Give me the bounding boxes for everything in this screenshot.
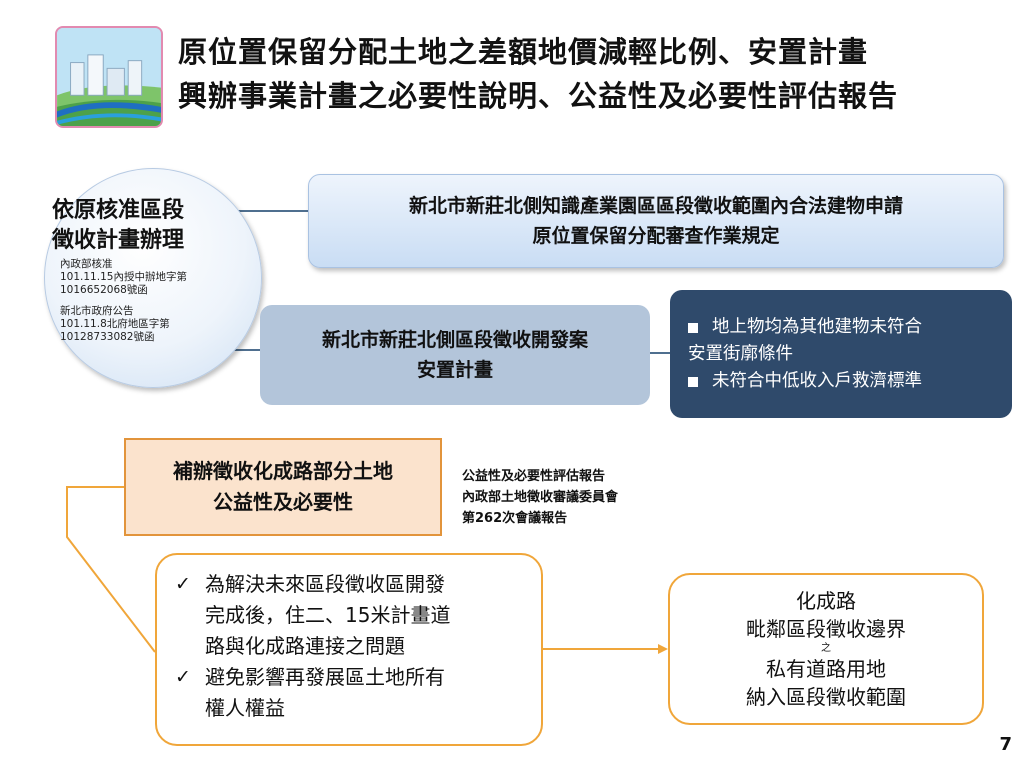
report-line-2: 內政部土地徵收審議委員會: [462, 490, 619, 505]
square-bullet-icon: [688, 323, 698, 333]
reason-text-continued: 權人權益: [205, 696, 285, 720]
industrial-park-logo: [55, 26, 163, 128]
conditions-box: 地上物均為其他建物未符合 安置街廓條件 未符合中低收入戶救濟標準: [670, 290, 1012, 418]
page-number: 7: [999, 734, 1012, 755]
review-rules-box: 新北市新莊北側知識產業園區區段徵收範圍內合法建物申請 原位置保留分配審查作業規定: [308, 174, 1004, 268]
checkmark-icon: ✓: [175, 573, 191, 595]
note-line: 新北市政府公告: [60, 305, 134, 317]
reason-text-continued: 完成後，住二、15米計畫道: [205, 603, 451, 627]
reason-item: ✓ 避免影響再發展區土地所有: [175, 662, 531, 693]
report-line-3: 第262次會議報告: [462, 511, 568, 526]
condition-text: 未符合中低收入戶救濟標準: [712, 371, 922, 391]
road-line-4: 納入區段徵收範圍: [746, 685, 906, 709]
industrial-park-logo-image: [57, 28, 161, 126]
road-line-3: 私有道路用地: [766, 657, 886, 681]
note-line: 101.11.15內授中辦地字第: [60, 271, 187, 283]
road-inclusion-box: 化成路 毗鄰區段徵收邊界 之 私有道路用地 納入區段徵收範圍: [668, 573, 984, 725]
resettlement-plan-line-1: 新北市新莊北側區段徵收開發案: [321, 329, 588, 351]
basis-notes: 內政部核准 101.11.15內授中辦地字第 1016652068號函 新北市政…: [60, 258, 250, 344]
report-reference: 公益性及必要性評估報告 內政部土地徵收審議委員會 第262次會議報告: [462, 466, 702, 529]
note-line: 101.11.8北府地區字第: [60, 318, 170, 330]
resettlement-plan-line-2: 安置計畫: [416, 359, 493, 381]
supplementary-line-1: 補辦徵收化成路部分土地: [173, 459, 393, 483]
condition-text: 地上物均為其他建物未符合: [712, 317, 922, 337]
square-bullet-icon: [688, 377, 698, 387]
note-line: 10128733082號函: [60, 331, 155, 343]
title-line-1: 原位置保留分配土地之差額地價減輕比例、安置計畫: [178, 35, 869, 69]
note-gap: [60, 297, 250, 305]
note-line: 內政部核准: [60, 258, 113, 270]
arrow-head-icon: [658, 644, 668, 654]
condition-item: 未符合中低收入戶救濟標準: [688, 368, 1002, 395]
review-rules-line-1: 新北市新莊北側知識產業園區區段徵收範圍內合法建物申請: [408, 195, 903, 217]
condition-item: 地上物均為其他建物未符合: [688, 314, 1002, 341]
condition-text-continued: 安置街廓條件: [688, 344, 793, 364]
basis-circle-title: 依原核准區段 徵收計畫辦理: [52, 196, 212, 256]
basis-circle: [44, 168, 262, 388]
reason-text-continued: 路與化成路連接之問題: [205, 634, 405, 658]
checkmark-icon: ✓: [175, 666, 191, 688]
reason-text: 為解決未來區段徵收區開發: [205, 572, 445, 596]
supplementary-expropriation-box: 補辦徵收化成路部分土地 公益性及必要性: [124, 438, 442, 536]
reason-item: ✓ 為解決未來區段徵收區開發: [175, 569, 531, 600]
review-rules-line-2: 原位置保留分配審查作業規定: [532, 225, 780, 247]
reasons-box: ✓ 為解決未來區段徵收區開發 完成後，住二、15米計畫道 路與化成路連接之問題 …: [155, 553, 543, 746]
reason-text: 避免影響再發展區土地所有: [205, 665, 445, 689]
supplementary-line-2: 公益性及必要性: [213, 490, 353, 514]
page-title: 原位置保留分配土地之差額地價減輕比例、安置計畫 興辦事業計畫之必要性說明、公益性…: [178, 30, 1008, 118]
road-line-1: 化成路: [796, 589, 856, 613]
road-connector-char: 之: [821, 643, 831, 654]
resettlement-plan-box: 新北市新莊北側區段徵收開發案 安置計畫: [260, 305, 650, 405]
basis-title-line-1: 依原核准區段: [52, 198, 185, 223]
title-line-2: 興辦事業計畫之必要性說明、公益性及必要性評估報告: [178, 79, 899, 113]
basis-title-line-2: 徵收計畫辦理: [52, 228, 185, 253]
road-line-2: 毗鄰區段徵收邊界: [746, 617, 906, 641]
note-line: 1016652068號函: [60, 284, 148, 296]
report-line-1: 公益性及必要性評估報告: [462, 469, 606, 484]
